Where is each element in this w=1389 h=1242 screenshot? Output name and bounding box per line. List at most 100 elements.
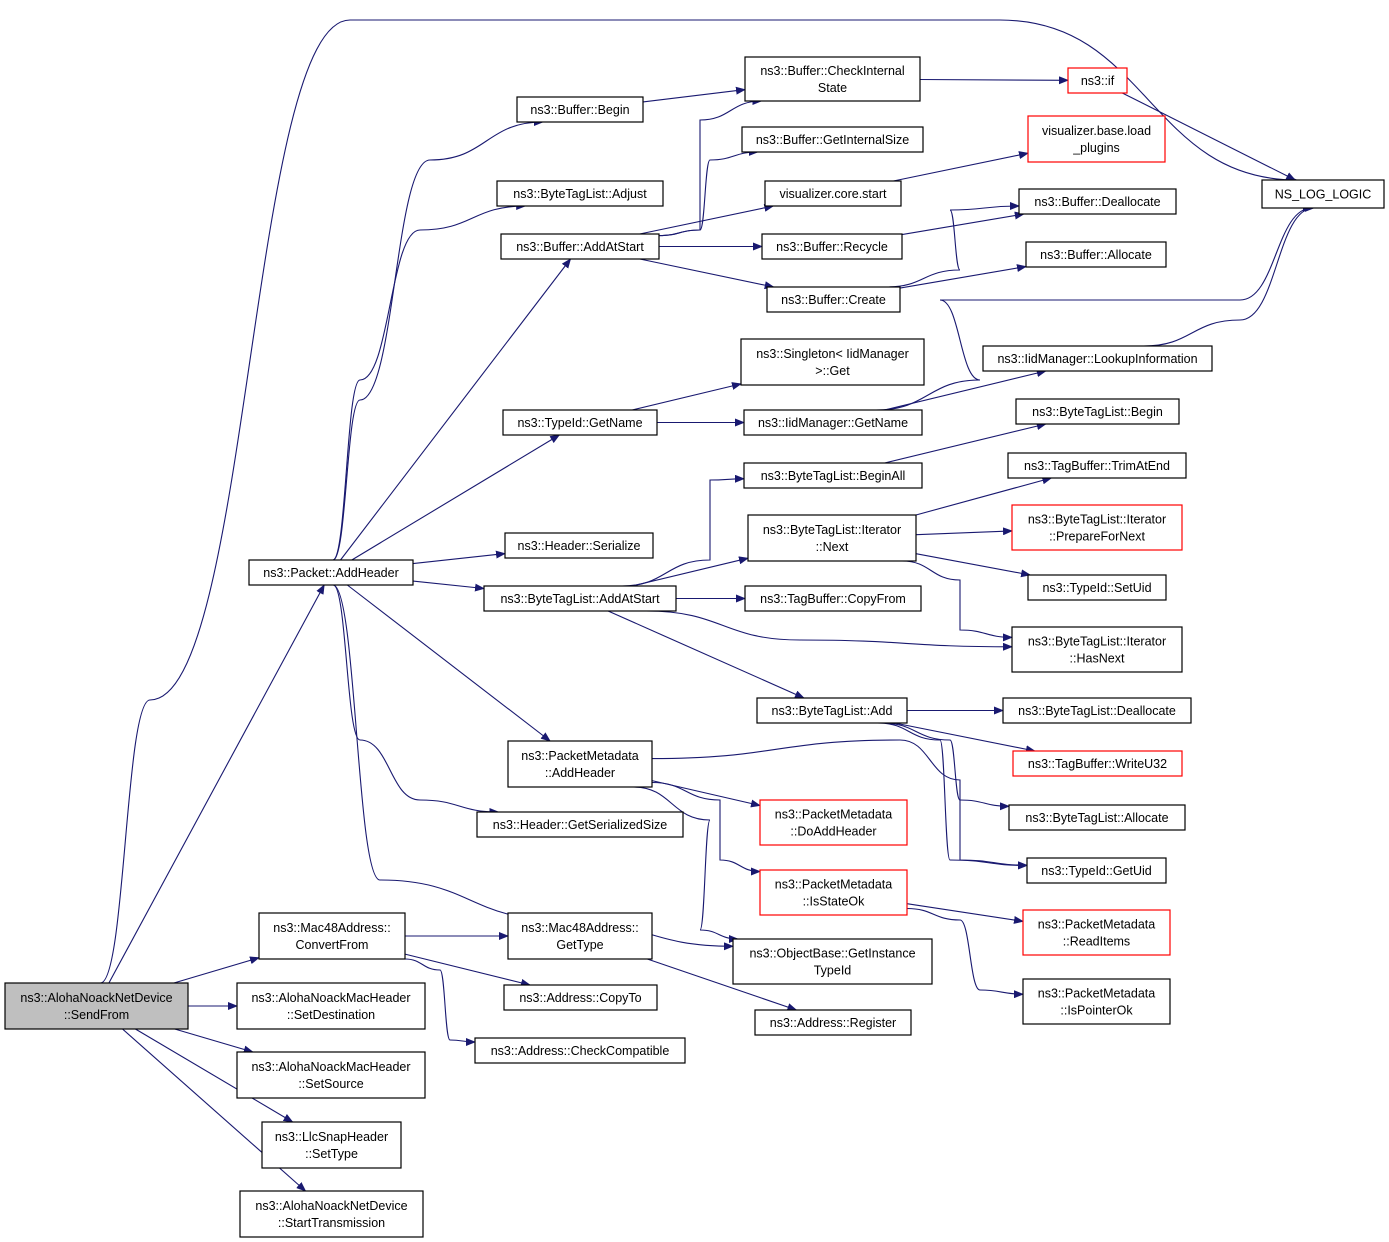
node-singleton-get[interactable]: ns3::Singleton< IidManager>::Get <box>740 338 925 386</box>
node-label: ConvertFrom <box>296 938 369 952</box>
edge-pm_addheader-to-objbase_getinstance <box>633 786 739 943</box>
edge-btl_addatstart-to-btl_beginall <box>622 474 745 587</box>
node-buf-getinternalsize[interactable]: ns3::Buffer::GetInternalSize <box>741 126 924 153</box>
node-label: ns3::Buffer::GetInternalSize <box>756 133 909 147</box>
node-label: ::IsStateOk <box>803 895 866 909</box>
node-btl-allocate[interactable]: ns3::ByteTagList::Allocate <box>1008 804 1186 831</box>
node-box <box>239 1190 424 1238</box>
node-vis-base-load[interactable]: visualizer.base.load_plugins <box>1027 115 1166 163</box>
node-btl-beginall[interactable]: ns3::ByteTagList::BeginAll <box>743 462 923 489</box>
node-mac48-gettype[interactable]: ns3::Mac48Address::GetType <box>507 912 653 960</box>
node-label: ns3::LlcSnapHeader <box>275 1130 388 1144</box>
edge-ns3_if-to-ns_log_logic <box>1122 92 1297 181</box>
node-vis-core-start[interactable]: visualizer.core.start <box>764 180 902 207</box>
edge-buf_addatstart-to-buf_create <box>639 258 775 290</box>
node-mac48-convert[interactable]: ns3::Mac48Address::ConvertFrom <box>258 912 406 960</box>
node-aloha-setdest[interactable]: ns3::AlohaNoackMacHeader::SetDestination <box>236 982 426 1030</box>
node-box <box>474 1037 686 1064</box>
node-pkt-addheader[interactable]: ns3::Packet::AddHeader <box>248 559 414 586</box>
node-typeid-getname[interactable]: ns3::TypeId::GetName <box>502 409 658 436</box>
node-label: ns3::ByteTagList::Begin <box>1032 405 1163 419</box>
node-ns-log-logic[interactable]: NS_LOG_LOGIC <box>1261 179 1385 209</box>
node-aloha-starttx[interactable]: ns3::AlohaNoackNetDevice::StartTransmiss… <box>239 1190 424 1238</box>
node-tagbuf-trimatend[interactable]: ns3::TagBuffer::TrimAtEnd <box>1007 452 1187 479</box>
node-btl-iter-next[interactable]: ns3::ByteTagList::Iterator::Next <box>747 514 917 562</box>
node-btl-add[interactable]: ns3::ByteTagList::Add <box>756 697 908 724</box>
node-buf-allocate[interactable]: ns3::Buffer::Allocate <box>1025 241 1167 268</box>
edge-mac48_convert-to-addr_copyto <box>404 953 531 987</box>
edge-buf_create-to-buf_deallocate <box>887 202 1020 288</box>
node-pm-readitems[interactable]: ns3::PacketMetadata::ReadItems <box>1022 909 1171 956</box>
node-btl-adjust[interactable]: ns3::ByteTagList::Adjust <box>496 180 664 207</box>
node-label: ::StartTransmission <box>278 1216 385 1230</box>
node-root[interactable]: ns3::AlohaNoackNetDevice::SendFrom <box>4 982 189 1030</box>
node-btl-begin[interactable]: ns3::ByteTagList::Begin <box>1015 398 1180 425</box>
node-label: ns3::Buffer::Begin <box>530 103 629 117</box>
node-typeid-getuid[interactable]: ns3::TypeId::GetUid <box>1026 857 1167 884</box>
node-tagbuf-copyfrom[interactable]: ns3::TagBuffer::CopyFrom <box>744 585 922 612</box>
node-box <box>754 1009 912 1036</box>
node-box <box>500 233 660 260</box>
node-label: >::Get <box>815 364 850 378</box>
node-label: ns3::AlohaNoackNetDevice <box>20 991 172 1005</box>
node-addr-checkcompat[interactable]: ns3::Address::CheckCompatible <box>474 1037 686 1064</box>
edge-iid_getname-to-ns_log_logic <box>876 204 1313 411</box>
node-label: ns3::PacketMetadata <box>521 749 638 763</box>
node-box <box>248 559 414 586</box>
node-tagbuf-writeu32[interactable]: ns3::TagBuffer::WriteU32 <box>1012 750 1183 777</box>
node-pm-ispointerok[interactable]: ns3::PacketMetadata::IsPointerOk <box>1022 978 1171 1025</box>
node-btl-addatstart[interactable]: ns3::ByteTagList::AddAtStart <box>483 585 677 612</box>
edge-root-to-pkt_addheader <box>108 584 325 984</box>
node-label: ns3::Buffer::Create <box>781 293 886 307</box>
node-pm-doaddheader[interactable]: ns3::PacketMetadata::DoAddHeader <box>759 799 908 846</box>
node-label: ns3::if <box>1081 74 1115 88</box>
node-ns3-if[interactable]: ns3::if <box>1067 67 1128 94</box>
node-pm-addheader[interactable]: ns3::PacketMetadata::AddHeader <box>507 740 653 788</box>
node-typeid-setuid[interactable]: ns3::TypeId::SetUid <box>1027 574 1167 601</box>
node-iid-lookupinfo[interactable]: ns3::IidManager::LookupInformation <box>982 345 1213 372</box>
node-label: ns3::TypeId::SetUid <box>1042 581 1151 595</box>
node-label: ns3::ByteTagList::Iterator <box>1028 635 1166 649</box>
node-label: ::Next <box>816 540 849 554</box>
node-label: ns3::Address::Register <box>770 1016 896 1030</box>
node-hdr-getsize[interactable]: ns3::Header::GetSerializedSize <box>476 811 684 838</box>
node-label: ::DoAddHeader <box>790 825 876 839</box>
node-llc-settype[interactable]: ns3::LlcSnapHeader::SetType <box>261 1121 402 1169</box>
node-btl-deallocate[interactable]: ns3::ByteTagList::Deallocate <box>1002 697 1192 724</box>
edge-root-to-ns_log_logic <box>100 19 1298 984</box>
node-buf-begin[interactable]: ns3::Buffer::Begin <box>516 96 644 123</box>
node-addr-copyto[interactable]: ns3::Address::CopyTo <box>503 984 658 1011</box>
node-box <box>743 462 923 489</box>
node-box <box>504 532 654 559</box>
node-label: ns3::AlohaNoackNetDevice <box>255 1199 407 1213</box>
node-buf-deallocate[interactable]: ns3::Buffer::Deallocate <box>1018 188 1177 215</box>
node-pm-isstateok[interactable]: ns3::PacketMetadata::IsStateOk <box>759 869 908 916</box>
node-btl-iter-prepare[interactable]: ns3::ByteTagList::Iterator::PrepareForNe… <box>1011 504 1183 551</box>
node-hdr-serialize[interactable]: ns3::Header::Serialize <box>504 532 654 559</box>
edge-buf_create-to-buf_allocate <box>899 264 1027 289</box>
node-label: ::SetSource <box>298 1077 363 1091</box>
node-addr-register[interactable]: ns3::Address::Register <box>754 1009 912 1036</box>
edge-btl_addatstart-to-btl_add <box>607 610 805 699</box>
node-label: ns3::Address::CopyTo <box>519 991 641 1005</box>
node-buf-create[interactable]: ns3::Buffer::Create <box>766 286 901 313</box>
node-label: ns3::Address::CheckCompatible <box>491 1044 670 1058</box>
node-label: ::IsPointerOk <box>1060 1004 1133 1018</box>
node-btl-iter-hasnext[interactable]: ns3::ByteTagList::Iterator::HasNext <box>1011 626 1183 673</box>
node-buf-recycle[interactable]: ns3::Buffer::Recycle <box>761 233 903 260</box>
node-buf-addatstart[interactable]: ns3::Buffer::AddAtStart <box>500 233 660 260</box>
node-box <box>1002 697 1192 724</box>
edge-buf_checkinternal-to-ns3_if <box>919 76 1069 85</box>
node-label: ns3::PacketMetadata <box>1038 918 1155 932</box>
node-iid-getname[interactable]: ns3::IidManager::GetName <box>743 409 923 436</box>
edge-btl_iter_next-to-btl_iter_prepare <box>915 527 1013 536</box>
edge-btl_add-to-typeid_getuid <box>877 722 1028 870</box>
edge-pkt_addheader-to-buf_addatstart <box>340 258 572 561</box>
edge-pkt_addheader-to-btl_addatstart <box>412 580 485 592</box>
node-label: ns3::Singleton< IidManager <box>756 347 909 361</box>
node-aloha-setsource[interactable]: ns3::AlohaNoackMacHeader::SetSource <box>236 1051 426 1099</box>
edge-typeid_getname-to-singleton_get <box>632 382 742 411</box>
